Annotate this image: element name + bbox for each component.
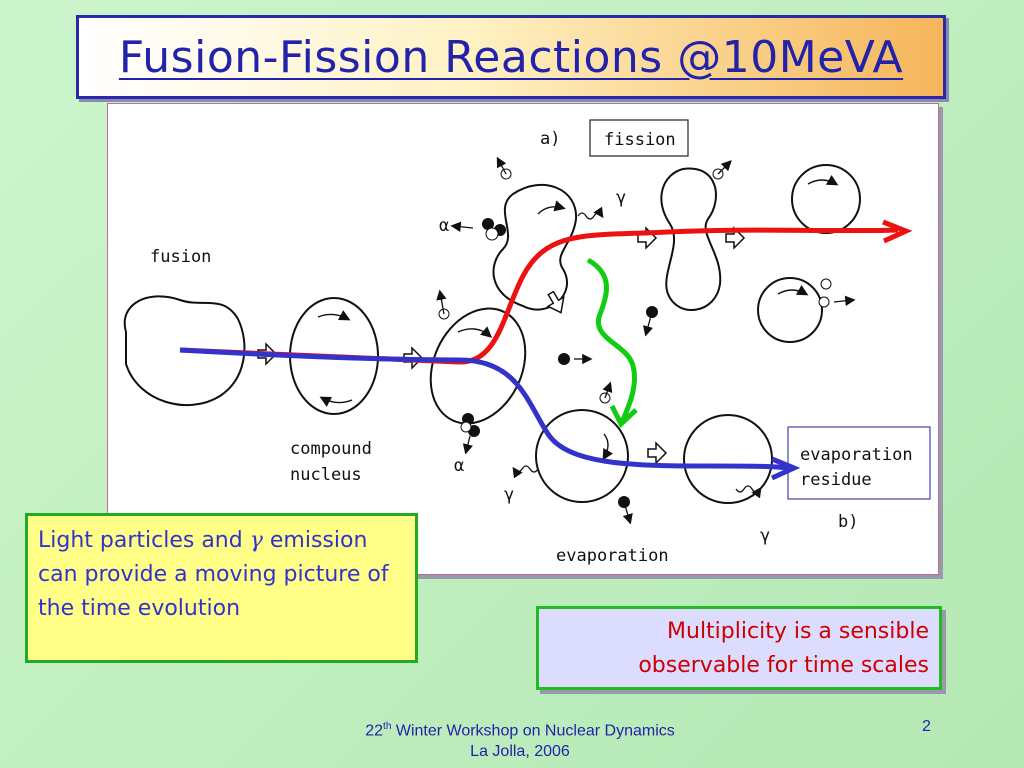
evaporating-nucleus [535,409,629,503]
fission-label-box [589,119,689,157]
fragment-upper [791,164,861,234]
projectile-target-shape [123,295,246,407]
title-box: Fusion-Fission Reactions @10MeVA [76,15,946,99]
note-right-text: Multiplicity is a sensible observable fo… [638,619,929,678]
gamma-label-bottom: γ [504,485,514,505]
label-evaporation: evaporation [556,546,669,566]
deformed-nucleus-2 [660,167,722,311]
alpha-label-top: α [439,216,449,236]
footer-line-2: La Jolla, 2006 [470,743,570,761]
label-b: b) [838,512,858,532]
label-a: a) [540,129,560,149]
transition-path-arrowhead [609,404,638,429]
label-fusion: fusion [150,247,211,267]
transition-path [586,257,638,424]
deformed-nucleus-1 [492,184,578,311]
footer-rest: Winter Workshop on Nuclear Dynamics [391,722,675,740]
footer-line-1: 22th Winter Workshop on Nuclear Dynamics [300,716,740,741]
gamma-wiggles [512,206,762,499]
emitted-particles [436,156,856,525]
note-left-text-2: emission can provide a moving picture of… [38,528,389,621]
rotation-arrows [317,174,839,461]
evaporation-path [179,347,791,471]
label-fission: fission [604,130,676,150]
nuclei-group [123,164,861,504]
diagram-svg: a) fission fusion compound nucleus evapo… [123,119,931,566]
footer-num: 22 [365,722,384,740]
label-residue-2: residue [800,470,872,490]
fission-path-arrowhead [882,219,913,244]
footer-sup: th [383,721,392,732]
multiplicity-note: Multiplicity is a sensible observable fo… [536,606,942,690]
flow-arrows [257,226,746,465]
label-compound: compound [290,439,372,459]
gamma-label-right: γ [760,526,770,546]
label-residue-1: evaporation [800,445,913,465]
light-particles-note: Light particles and γ emission can provi… [25,513,418,663]
page-number: 2 [922,718,931,735]
residue-label-box [787,426,931,500]
compound-nucleus-2 [429,307,527,425]
fragment-lower [757,277,823,343]
slide-title: Fusion-Fission Reactions @10MeVA [118,31,904,83]
label-nucleus: nucleus [290,465,362,485]
footer: 22th Winter Workshop on Nuclear Dynamics… [300,716,740,762]
note-left-gamma: γ [249,528,263,553]
gamma-label-top: γ [616,188,626,208]
alpha-label-bottom: α [454,456,464,476]
evaporation-path-arrowhead [770,456,801,481]
note-left-text-1: Light particles and [38,528,250,553]
reaction-diagram: a) fission fusion compound nucleus evapo… [107,103,939,575]
